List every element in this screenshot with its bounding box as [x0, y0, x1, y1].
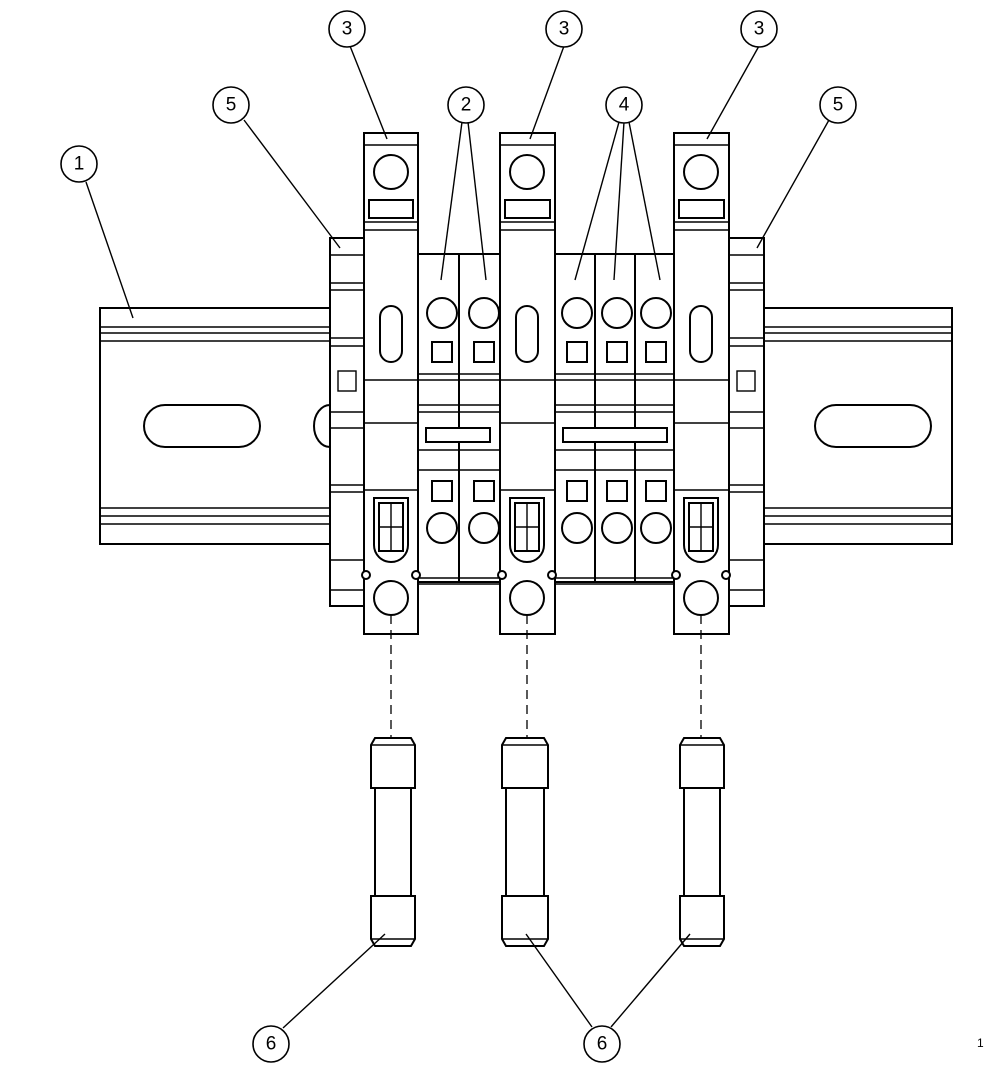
- corner-mark: 1: [977, 1036, 984, 1050]
- callout-2: 2: [447, 86, 485, 124]
- end-stop-right: [728, 237, 765, 607]
- svg-text:3: 3: [342, 19, 353, 40]
- svg-text:1: 1: [74, 154, 85, 175]
- fuse-terminal-3: [671, 132, 731, 635]
- callout-6-right: 6: [583, 1025, 621, 1063]
- fuse-2: [501, 737, 549, 947]
- callout-3-right: 3: [740, 10, 778, 48]
- rail-slot-right: [814, 404, 932, 448]
- callout-3-middle: 3: [545, 10, 583, 48]
- svg-text:6: 6: [266, 1034, 277, 1055]
- callout-5-left: 5: [212, 86, 250, 124]
- rail-slot-left: [143, 404, 261, 448]
- fuse-3: [679, 737, 725, 947]
- callout-3-left: 3: [328, 10, 366, 48]
- callout-6-left: 6: [252, 1025, 290, 1063]
- leader-lines: [85, 45, 830, 1029]
- callout-5-right: 5: [819, 86, 857, 124]
- fuse-terminal-1: [361, 132, 421, 635]
- svg-text:3: 3: [754, 19, 765, 40]
- svg-text:2: 2: [461, 95, 472, 116]
- svg-text:5: 5: [226, 95, 237, 116]
- callout-4: 4: [605, 86, 643, 124]
- svg-text:3: 3: [559, 19, 570, 40]
- fuse-1: [370, 737, 416, 947]
- callout-1: 1: [60, 145, 98, 183]
- svg-text:6: 6: [597, 1034, 608, 1055]
- end-stop-left: [329, 237, 365, 607]
- svg-text:4: 4: [619, 95, 630, 116]
- terminal-group-4: [554, 253, 675, 583]
- fuse-terminal-2: [497, 132, 557, 635]
- svg-text:5: 5: [833, 95, 844, 116]
- terminal-group-2: [417, 253, 501, 583]
